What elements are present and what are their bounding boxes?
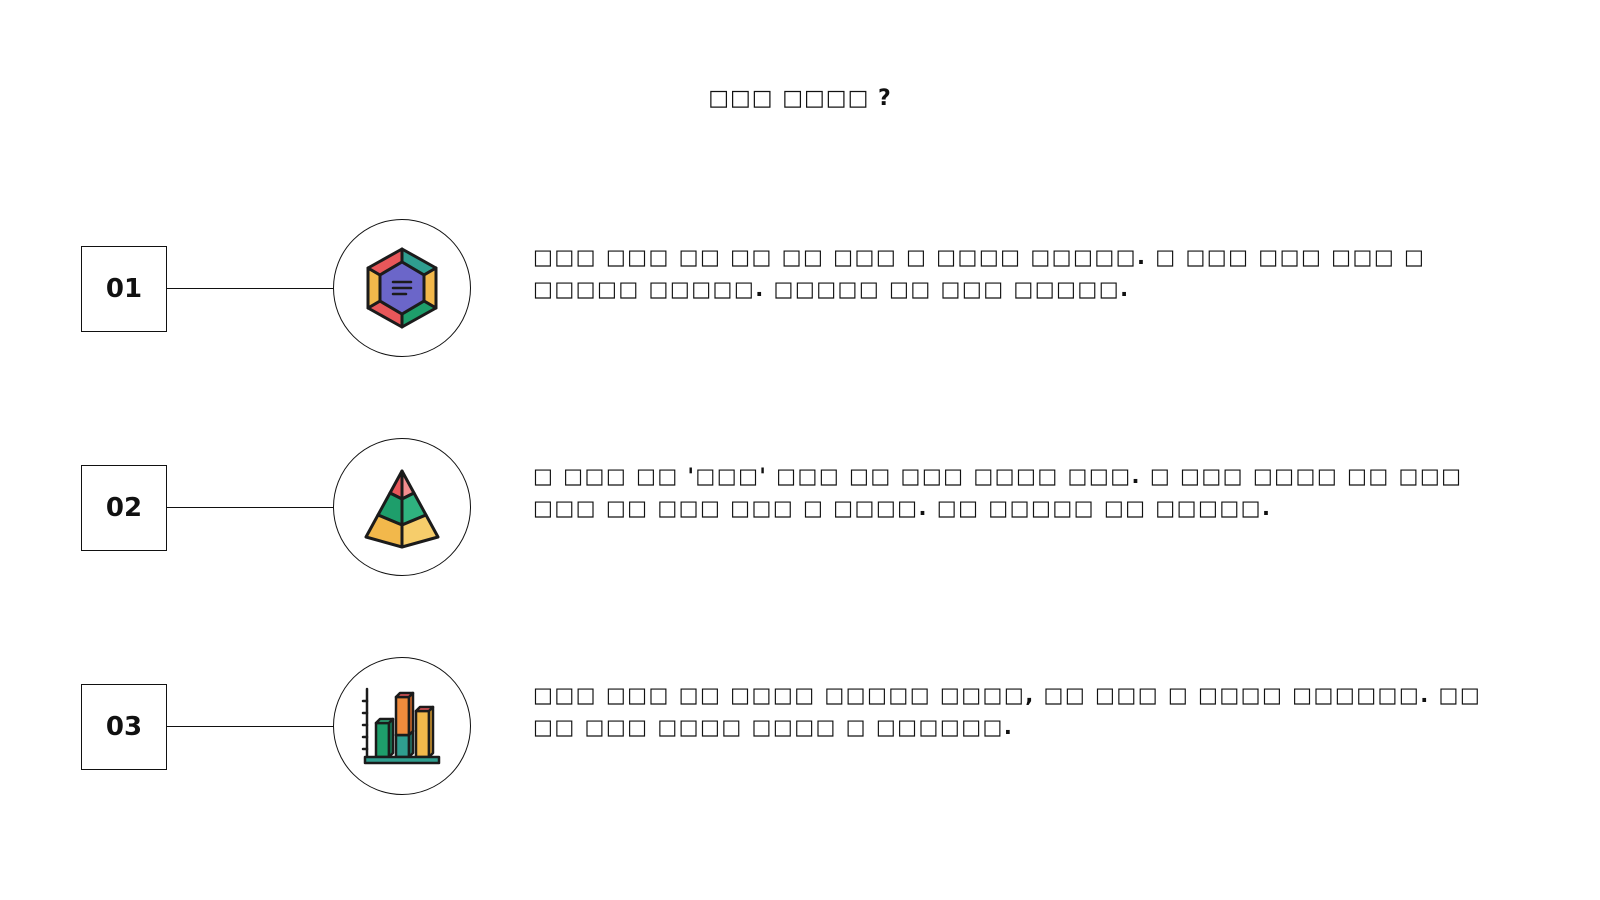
icon-circle [333,219,471,357]
list-item: 02 □ □□□ □□ '□□□' □□□ □□ □□□ □□□□ □□□. □… [0,438,1600,578]
list-item: 03 [0,657,1600,797]
icon-circle [333,438,471,576]
step-number-box: 02 [81,465,167,551]
item-description: □□□ □□□ □□ □□ □□ □□□ □ □□□□ □□□□□. □ □□□… [533,245,1426,301]
list-item: 01 [0,219,1600,359]
item-description: □□□ □□□ □□ □□□□ □□□□□ □□□□, □□ □□□ □ □□□… [533,683,1482,739]
page-title: □□□ □□□□ ? [708,86,892,111]
bar-chart-icon [361,687,441,765]
connector-line [167,726,334,727]
pyramid-icon [364,469,440,549]
connector-line [167,507,334,508]
connector-line [167,288,334,289]
icon-circle [333,657,471,795]
step-number-box: 01 [81,246,167,332]
item-description: □ □□□ □□ '□□□' □□□ □□ □□□ □□□□ □□□. □ □□… [533,464,1463,520]
hexagon-document-icon [366,247,438,329]
step-number-box: 03 [81,684,167,770]
